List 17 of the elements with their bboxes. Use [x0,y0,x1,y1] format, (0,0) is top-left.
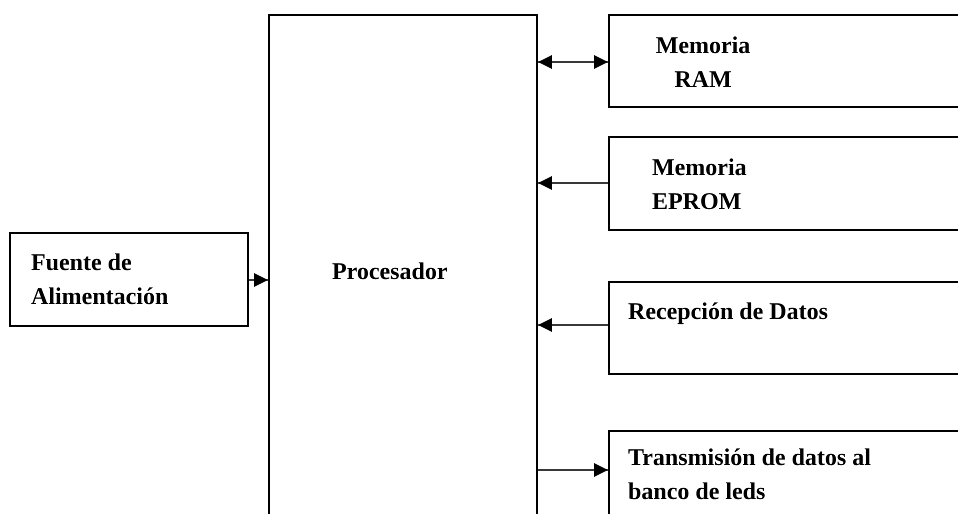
arrow [538,55,608,69]
arrow [538,318,608,332]
block-box [608,281,958,375]
block-label: Procesador [332,258,449,287]
block-box [608,14,958,108]
block-box [9,232,249,327]
block-label: Transmisión de datos al banco de leds [628,444,872,507]
block-box [268,14,538,514]
block-box [608,430,958,514]
block-box [608,136,958,231]
arrow [249,273,268,287]
arrow [538,176,608,190]
block-label: Fuente de Alimentación [31,249,170,312]
block-label: Memoria EPROM [652,154,748,217]
block-label: Memoria RAM [654,32,752,95]
block-label: Recepción de Datos [628,298,828,327]
arrow [538,463,608,477]
